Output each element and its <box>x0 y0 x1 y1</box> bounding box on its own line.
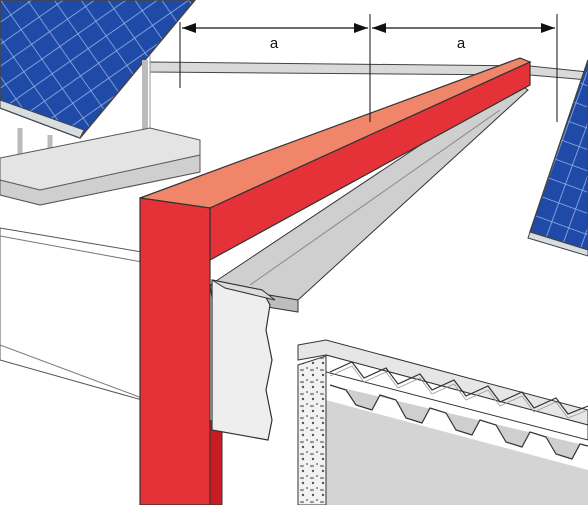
dimension-label-2: a <box>457 35 466 52</box>
parapet-front-face <box>139 197 211 505</box>
concrete-wall-section <box>297 355 327 505</box>
dimension-label-1: a <box>270 35 279 52</box>
dimension-lines: a a <box>179 14 558 122</box>
solar-panel-left <box>0 0 201 206</box>
insulation-block <box>211 279 276 441</box>
roof-deck-section <box>297 339 588 505</box>
parapet-wall <box>139 57 532 505</box>
solar-panel-right <box>527 59 588 257</box>
